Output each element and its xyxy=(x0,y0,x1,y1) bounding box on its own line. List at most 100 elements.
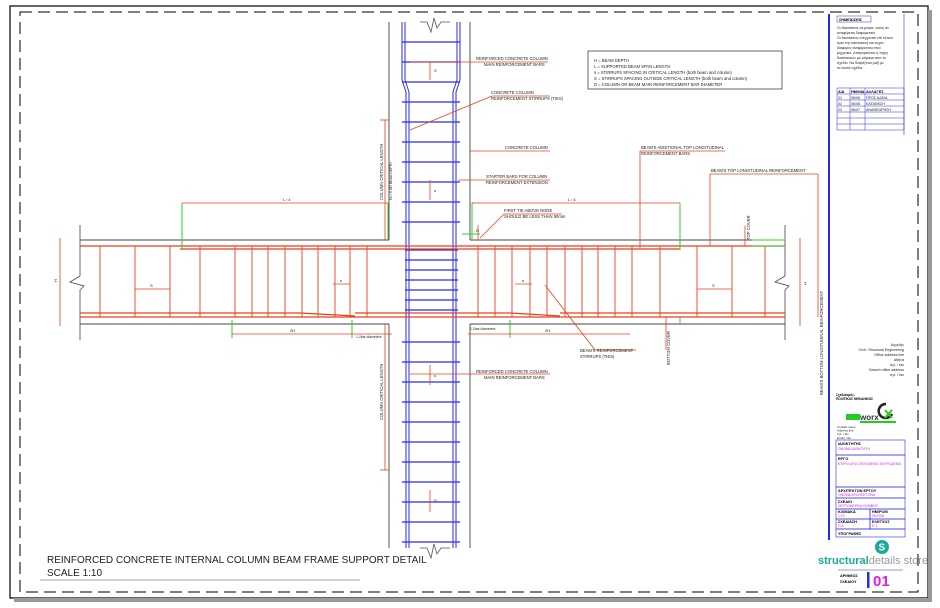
dim-2h-left: 2H xyxy=(290,328,295,333)
drawing-number: 01 xyxy=(873,573,890,590)
project-value: ΚΤΙΡΙΟ ΑΠΟ ΟΠΛΙΣΜΕΝΟ ΣΚΥΡΟΔΕΜΑ xyxy=(838,462,901,466)
break-symbol-right xyxy=(774,225,790,340)
architect-value: ΟΝΟΜΑ ΑΡΧΙΤΕΚΤΟΝΑ xyxy=(838,493,876,497)
label-beam-top-long: BEAM'S TOP LONGITUDINAL REINFORCEMENT xyxy=(711,168,806,173)
label-beam-additional-top: BEAM'S ADDITIONAL TOP LONGITUDINAL xyxy=(641,145,725,150)
beam-longitudinal-bars xyxy=(80,245,785,318)
dim-s-right: s xyxy=(522,278,524,283)
owner-value: ΟΝΟΜΑ ΙΔΙΟΚΤΗΤΗ xyxy=(838,447,870,451)
dim-h-right: H xyxy=(803,282,808,285)
label-concrete-column: CONCRETE COLUMN xyxy=(505,145,548,150)
svg-text:ΥΠΟΓΡΑΦΕΣ: ΥΠΟΓΡΑΦΕΣ xyxy=(838,532,862,536)
label-col-critical-top-sub: Hc / 6 OR BEAM DEPTH xyxy=(389,162,393,200)
legend-item: L = SUPPORTED BEAM SPAN LENGTH xyxy=(594,64,670,69)
label-col-main-bottom: REINFORCED CONCRETE COLUMN xyxy=(476,369,548,374)
note-line: Οι διαστάσεις ελέγχονται επί τόπου xyxy=(837,36,893,40)
designer-name: ΠΟΛΙΤΙΚΟΣ ΜΗΧΑΝΙΚΟΣ xyxy=(836,397,873,401)
sheet-shadow xyxy=(928,10,932,600)
svg-text:Σχεδιασμός:: Σχεδιασμός: xyxy=(836,393,855,397)
company-line: Civil / Structural Engineering xyxy=(859,348,904,352)
dim-s-col-bottom: s xyxy=(434,373,436,378)
date-value: 06/2016 xyxy=(872,514,884,518)
contact-line: Contact name xyxy=(837,425,856,429)
dim-S-col-bottom: S xyxy=(434,498,437,503)
contact-line: Address line xyxy=(837,429,854,433)
note-line: τα λοιπά σχέδια. xyxy=(837,66,863,70)
break-symbol-bottom xyxy=(420,543,450,560)
dim-2h-right: 2H xyxy=(545,328,550,333)
dim-S-left: S xyxy=(150,283,153,288)
legend-item: S = STIRRUPS SPACING OUTSIDE CRITICAL LE… xyxy=(594,76,748,81)
revision-cell: 02 xyxy=(838,102,842,106)
note-line: διαφορές αναφέρονται στον xyxy=(837,46,881,50)
title-block: ΣΗΜΕΙΩΣΕΙΣ Οι διαστάσεις σε μέτρα, εκτός… xyxy=(818,14,928,590)
dim-bar-diameters-left: 1.2bar diameters xyxy=(356,335,382,339)
worx-logo: worx xyxy=(846,402,896,423)
svg-text:ΣΧΕΔΙΟ: ΣΧΕΔΙΟ xyxy=(838,500,852,504)
note-line: πριν την κατασκευή και τυχόν xyxy=(837,41,884,45)
label-top-cover: TOP COVER xyxy=(746,215,751,240)
dim-l4-right: L / 4 xyxy=(568,197,576,202)
revision-header: ΑΛΛΑΓΕΣ xyxy=(866,90,884,94)
legend-item: s = STIRRUPS SPACING IN CRITICAL LENGTH … xyxy=(594,70,732,75)
revision-cell: 01 xyxy=(838,96,842,100)
svg-text:ΕΛΕΓΧΟΣ: ΕΛΕΓΧΟΣ xyxy=(872,520,890,524)
contact-line: Email: info xyxy=(837,436,851,440)
legend-item: H = BEAM DEPTH xyxy=(594,58,629,63)
break-symbol-top xyxy=(420,17,450,34)
label-col-stirrups: REINFORCEMENT STIRRUPS (TIES) xyxy=(491,96,564,101)
note-line: αναφέρεται διαφορετικά. xyxy=(837,31,876,35)
label-beam-stirrups: BEAM'S REINFORCEMENT xyxy=(580,348,634,353)
label-beam-additional-top: REINFORCEMENT BARS xyxy=(641,151,690,156)
column-main-bars xyxy=(401,22,461,548)
dim-s-left: s xyxy=(340,278,342,283)
break-symbol-left xyxy=(69,225,85,340)
revision-cell: 06/06 xyxy=(851,102,860,106)
column-stirrups xyxy=(402,41,460,543)
revision-header: ΗΜ/ΝΙΑ xyxy=(851,90,865,94)
company-line: Branch office address xyxy=(869,368,904,372)
legend-item: D = COLUMN OR BEAM MAIN REINFORCEMENT BA… xyxy=(594,82,722,87)
svg-text:worx: worx xyxy=(859,413,879,422)
dim-S-col-top: S xyxy=(434,68,437,73)
label-col-main-top: MAIN REINFORCEMENT BARS xyxy=(484,62,545,67)
label-beam-bottom-long: BEAM'S BOTTOM LONGITUDINAL REINFORCEMENT xyxy=(819,290,824,395)
brand-name: structuraldetails store xyxy=(818,555,928,567)
revision-cell: 06/07 xyxy=(851,108,860,112)
contact-line: τηλ. / fax xyxy=(837,432,849,436)
label-first-tie: SHOULD BE LESS THAN 50mm xyxy=(504,214,566,219)
svg-text:ΣΧΕΔΙΟΥ: ΣΧΕΔΙΟΥ xyxy=(840,580,857,584)
drawing-value: ΛΕΠΤΟΜΕΡΕΙΑ ΚΟΜΒΟΥ xyxy=(838,504,879,508)
drawing-scale: SCALE 1:10 xyxy=(47,568,102,579)
company-line: τηλ. / fax xyxy=(890,373,904,377)
revision-cell: ΑΝΑΘΕΩΡΗΣΗ xyxy=(866,108,891,112)
drawn-value: Π.Α. xyxy=(838,524,845,528)
dim-S-right: S xyxy=(712,283,715,288)
revision-cell: ΚΑΤΑΘΕΣΗ xyxy=(866,102,885,106)
notes-header: ΣΗΜΕΙΩΣΕΙΣ xyxy=(839,18,863,22)
leader-lines xyxy=(409,61,819,375)
company-line: Office address line xyxy=(874,353,904,357)
svg-text:ΑΡΧΙΤΕΚΤΩΝ ΕΡΓΟΥ: ΑΡΧΙΤΕΚΤΩΝ ΕΡΓΟΥ xyxy=(838,489,877,493)
legend-box: H = BEAM DEPTH L = SUPPORTED BEAM SPAN L… xyxy=(587,50,783,90)
dim-h-left: H xyxy=(53,279,58,282)
sheet-border xyxy=(9,5,929,599)
svg-text:ΚΛΙΜΑΚΑ: ΚΛΙΜΑΚΑ xyxy=(838,510,856,514)
note-line: μηχανικό. Απαγορεύεται η λήψη xyxy=(837,51,888,55)
scale-value: 1:10 xyxy=(838,514,845,518)
dashed-frame xyxy=(19,11,919,593)
checked-value: Ε.Σ. xyxy=(872,524,878,528)
drawing-title: REINFORCED CONCRETE INTERNAL COLUMN BEAM… xyxy=(47,555,427,566)
label-bottom-cover: BOTTOM COVER xyxy=(666,331,671,365)
svg-text:S: S xyxy=(879,543,886,554)
svg-text:ΑΡΙΘΜΟΣ: ΑΡΙΘΜΟΣ xyxy=(840,574,858,578)
label-starter-bars: REINFORCEMENT EXTENSION xyxy=(486,180,548,185)
revision-cell: ΠΡΟΣ ΑΔΕΙΑ xyxy=(866,96,888,100)
dim-bar-diameters-right: 1.2bar diameters xyxy=(470,327,496,331)
svg-text:ΕΡΓΟ: ΕΡΓΟ xyxy=(838,457,848,461)
revision-header: Α/Α xyxy=(838,90,845,94)
sheet-shadow xyxy=(14,598,932,602)
company-line: Αγγελής xyxy=(891,343,904,347)
label-col-main-top: REINFORCED CONCRETE COLUMN xyxy=(476,56,548,61)
